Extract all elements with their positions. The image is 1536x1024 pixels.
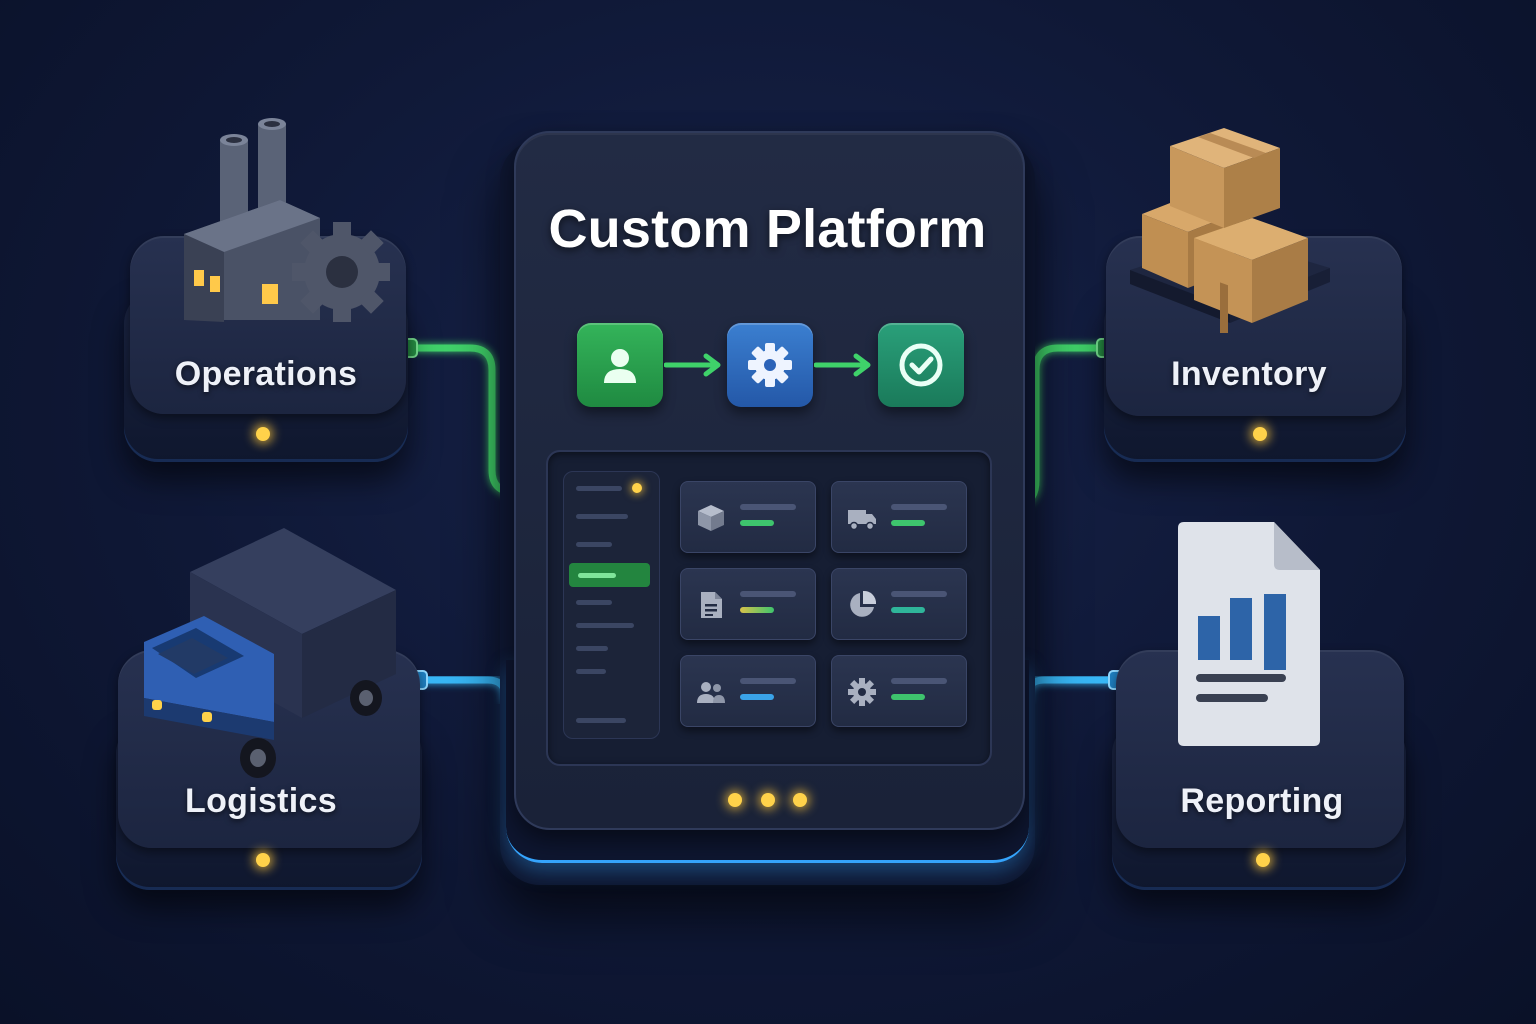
wire-logistics [414, 676, 510, 704]
dashboard-widget[interactable] [680, 568, 816, 640]
truck-icon [144, 528, 396, 778]
dashboard-sidebar [563, 471, 660, 739]
status-indicator [1256, 853, 1270, 867]
wire-reporting [1022, 676, 1122, 704]
status-indicator [256, 853, 270, 867]
status-indicator [256, 427, 270, 441]
module-label: Operations [174, 355, 358, 393]
gear-icon [848, 678, 876, 706]
workflow-step-process[interactable] [727, 323, 813, 407]
box-icon [698, 505, 724, 531]
user-icon [604, 349, 636, 383]
workflow-step-user[interactable] [577, 323, 663, 407]
dashboard-widget[interactable] [831, 655, 967, 727]
notification-dot [632, 483, 642, 493]
page-indicator-dot[interactable] [793, 793, 807, 807]
boxes-icon [1130, 128, 1330, 333]
factory-icon [184, 118, 390, 322]
pie-chart-icon [850, 590, 877, 617]
gear-icon [748, 343, 792, 387]
module-label: Inventory [1171, 355, 1327, 393]
arrow-right-icon [664, 353, 721, 377]
dashboard-widget[interactable] [680, 481, 816, 553]
users-icon [697, 682, 725, 703]
workflow-step-complete[interactable] [878, 323, 964, 407]
dashboard-widget[interactable] [831, 481, 967, 553]
arrow-right-icon [814, 353, 871, 377]
page-indicator-dot[interactable] [761, 793, 775, 807]
module-label: Logistics [185, 782, 337, 820]
status-indicator [1253, 427, 1267, 441]
truck-icon [848, 510, 876, 531]
platform-title: Custom Platform [548, 199, 987, 259]
page-indicator-dot[interactable] [728, 793, 742, 807]
dashboard-widget[interactable] [680, 655, 816, 727]
check-circle-icon [899, 343, 943, 387]
module-label: Reporting [1180, 782, 1344, 820]
dashboard-widget[interactable] [831, 568, 967, 640]
document-icon [701, 592, 722, 618]
wire-operations [404, 344, 518, 496]
report-icon [1178, 522, 1320, 746]
